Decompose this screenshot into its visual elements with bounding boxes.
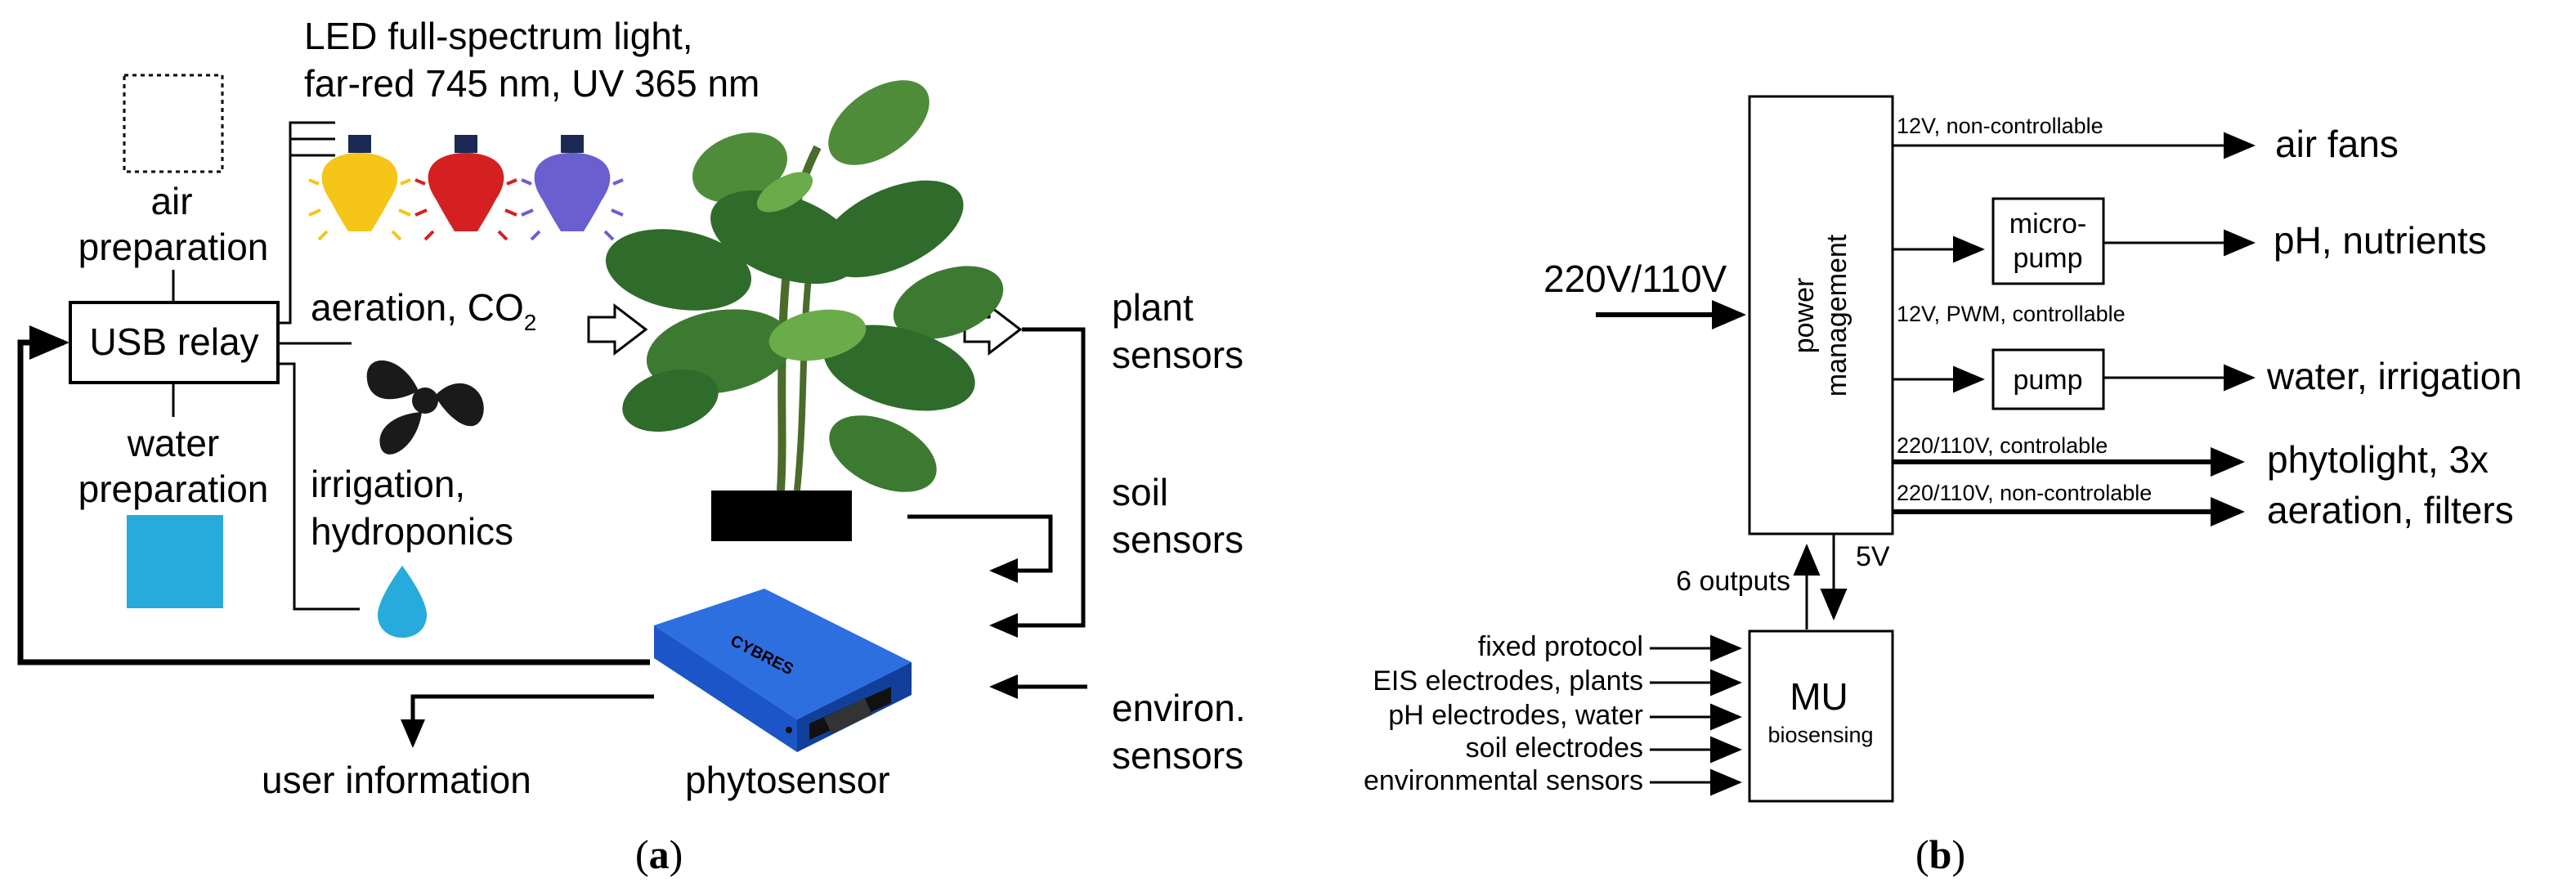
led-label-line1: LED full-spectrum light, [304,15,693,57]
line-12v-pwm-label: 12V, PWM, controllable [1897,302,2126,326]
feedback-arrow [17,325,650,665]
mu-label: MU [1790,675,1848,718]
user-information-arrow [401,694,654,748]
led-label-line2: far-red 745 nm, UV 365 nm [304,62,759,105]
phytosensor-device-icon: CYBRES [654,589,912,752]
mu-input-label: EIS electrodes, plants [1373,665,1643,697]
user-information-label: user information [262,759,531,801]
out-phytolight: phytolight, 3x [2267,438,2489,481]
mu-input-label: environmental sensors [1364,765,1643,796]
micropump-line1: micro- [2009,208,2086,240]
air-label-line2: preparation [78,226,269,268]
power-management-line2: management [1821,234,1852,396]
micropump-line2: pump [2013,243,2082,274]
irrigation-label-line1: irrigation, [311,463,465,505]
power-management-line1: power [1789,278,1820,354]
bulb-violet-icon [521,135,624,241]
plant-sensors-line2: sensors [1112,334,1243,376]
panel-a: LED full-spectrum light, far-red 745 nm,… [17,15,1246,877]
irrigation-label-line2: hydroponics [311,510,513,553]
line-12v-noncontrol-label: 12V, non-controllable [1897,114,2103,138]
caption-a: (a) [635,831,683,877]
mu-inputs: fixed protocol EIS electrodes, plants pH… [1364,631,1742,796]
water-drop-icon [378,566,427,638]
plant-pot [711,491,852,541]
five-v-label: 5V [1856,541,1890,572]
mu-input-label: pH electrodes, water [1388,700,1643,731]
air-label-line1: air [150,180,192,222]
plant-sensors-line1: plant [1112,286,1194,329]
bulb-yellow-icon [308,135,411,241]
water-square [127,515,223,608]
mu-input-label: soil electrodes [1466,732,1643,764]
plant-icon [605,80,1004,541]
pump-label: pump [2013,365,2082,396]
out-aeration-filters: aeration, filters [2267,489,2514,531]
out-ph-nutrients: pH, nutrients [2274,219,2487,262]
micropump-box [1991,197,2105,285]
bulb-red-icon [414,135,517,241]
fan-icon [366,360,484,455]
mu-sub-label: biosensing [1767,723,1873,747]
out-water-irrigation: water, irrigation [2266,355,2522,397]
air-preparation-box [123,74,224,173]
six-outputs-label: 6 outputs [1676,566,1790,597]
environ-sensors-line1: environ. [1112,687,1246,729]
line-220-control-label: 220/110V, controlable [1897,433,2108,458]
line-220-noncontrol-label: 220/110V, non-controlable [1897,481,2152,505]
out-air-fans: air fans [2275,123,2399,165]
mu-box [1748,629,1894,803]
pump-box [1991,348,2105,410]
usb-relay-label: USB relay [89,320,258,363]
power-management-box [1748,95,1894,535]
hollow-arrow-to-plant [587,302,648,356]
phytosensor-label: phytosensor [685,759,890,801]
environ-sensors-line2: sensors [1112,734,1243,777]
relay-wiring [278,121,360,611]
panel-b: power management 220V/110V 12V, non-cont… [1364,95,2522,877]
aeration-label: aeration, CO2 [311,286,536,335]
sensor-arrows [907,327,1087,699]
caption-b: (b) [1915,831,1965,877]
input-voltage-label: 220V/110V [1543,258,1727,300]
water-label-line1: water [127,422,219,464]
soil-sensors-line2: sensors [1112,518,1243,561]
water-label-line2: preparation [78,468,269,510]
soil-sensors-line1: soil [1112,471,1168,513]
mu-input-label: fixed protocol [1478,631,1643,662]
